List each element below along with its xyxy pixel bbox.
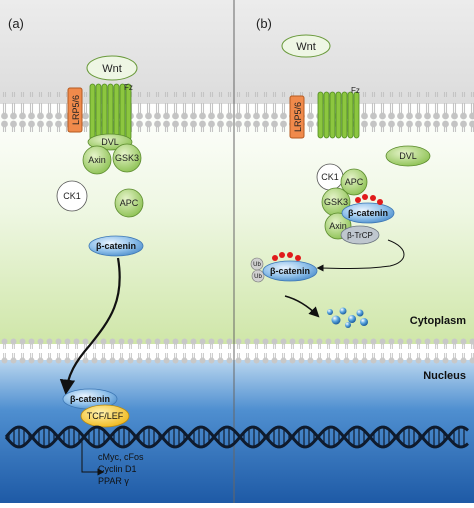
panel-a: Wnt Fz LRP5/6 DVL Axin GSK3 CK1 APC	[56, 55, 144, 486]
beta-catenin-cyto-label-a: β-catenin	[96, 241, 136, 251]
degradation-arrow	[284, 295, 320, 318]
wnt-label-a: Wnt	[102, 63, 122, 75]
dvl-label-a: DVL	[101, 137, 119, 147]
apc-b	[340, 168, 368, 196]
beta-catenin-complex-b	[341, 202, 395, 224]
target-gene-2: Cyclin D1	[98, 464, 137, 474]
panel-a-label: (a)	[8, 16, 24, 31]
dvl-b	[385, 145, 431, 167]
dna-strand-1	[4, 425, 469, 449]
gsk3-a	[112, 143, 142, 173]
beta-catenin-ub-b	[262, 260, 318, 282]
axin-a	[82, 145, 112, 175]
target-gene-1: cMyc, cFos	[98, 452, 144, 462]
beta-catenin-ub-label-b: β-catenin	[270, 266, 310, 276]
wnt-ligand-a	[86, 55, 138, 81]
target-gene-3: PPAR γ	[98, 476, 129, 486]
ck1-a	[56, 180, 88, 212]
beta-catenin-complex-label-b: β-catenin	[348, 208, 388, 218]
lrp-label-a: LRP5/6	[71, 95, 81, 125]
phosphate-groups-complex	[355, 194, 383, 205]
dna-base-pairs	[8, 427, 465, 447]
tcf-lef-a	[80, 404, 130, 428]
panel-b-label: (b)	[256, 16, 272, 31]
ubiquitination-arrow	[316, 239, 405, 272]
apc-a	[114, 188, 144, 218]
fz-label-b: Fz	[351, 86, 360, 95]
cytoplasm-area	[0, 104, 474, 344]
dna-helix	[4, 425, 469, 449]
cytoplasm-label: Cytoplasm	[410, 315, 466, 327]
gsk3-label-b: GSK3	[324, 197, 348, 207]
ck1-label-b: CK1	[321, 172, 339, 182]
ck1-label-a: CK1	[63, 191, 81, 201]
apc-label-b: APC	[345, 177, 364, 187]
transcription-arrow	[81, 440, 105, 476]
wnt-ligand-b	[281, 34, 331, 58]
translocation-arrow-a	[59, 257, 121, 396]
frizzled-receptor-a	[89, 83, 132, 141]
lrp-receptor-a	[67, 87, 83, 133]
nucleus-label: Nucleus	[423, 370, 466, 382]
lrp-label-b: LRP5/6	[293, 102, 303, 132]
nuclear-membrane	[0, 338, 474, 364]
apc-label-a: APC	[120, 198, 139, 208]
phosphate-groups-ub	[272, 252, 301, 261]
beta-catenin-cyto-a	[88, 235, 144, 257]
lrp-receptor-b	[289, 95, 305, 139]
ub-label-2: Ub	[254, 274, 262, 280]
degraded-fragments	[327, 307, 368, 328]
panel-b: Wnt Fz LRP5/6 DVL CK1 APC GSK3 Axin β-ca…	[250, 34, 431, 328]
btrcp-label-b: β-TrCP	[347, 231, 373, 240]
wnt-label-b: Wnt	[296, 41, 316, 53]
ub-label-1: Ub	[253, 262, 261, 268]
extracellular-space	[0, 0, 474, 104]
axin-label-a: Axin	[88, 155, 106, 165]
gsk3-label-a: GSK3	[115, 153, 139, 163]
fz-label-a: Fz	[124, 83, 133, 92]
dna-strand-2	[4, 425, 469, 449]
dvl-label-b: DVL	[399, 151, 417, 161]
tcf-label-a: TCF/LEF	[87, 411, 124, 421]
btrcp-b	[340, 225, 380, 245]
beta-catenin-nuc-label-a: β-catenin	[70, 394, 110, 404]
ubiquitin-2	[251, 269, 265, 283]
axin-label-b: Axin	[329, 221, 347, 231]
frizzled-receptor-b	[317, 91, 360, 139]
